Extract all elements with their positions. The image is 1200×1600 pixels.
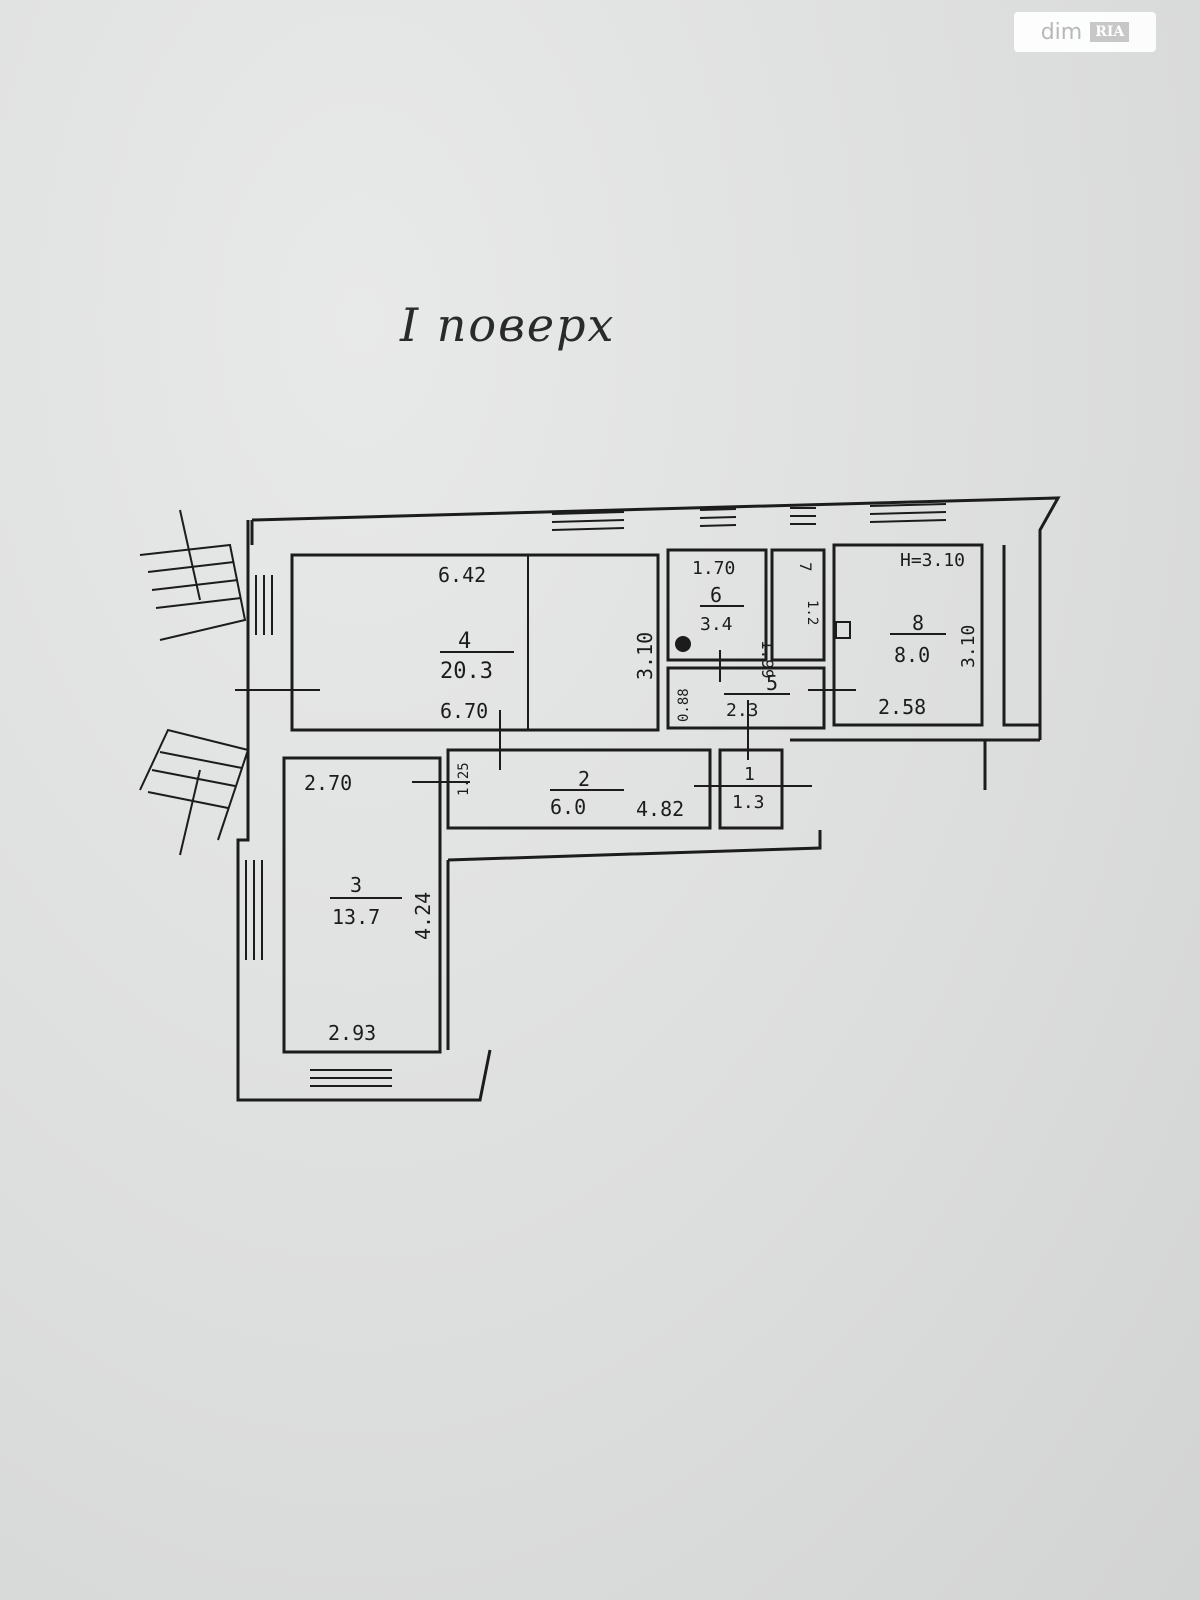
room-6-dim-side: 1.99 bbox=[758, 640, 777, 679]
window-top-3 bbox=[790, 507, 816, 525]
floor-title: I поверх bbox=[400, 298, 616, 352]
room-2-number: 2 bbox=[578, 767, 590, 791]
doors bbox=[412, 621, 856, 787]
room-6-dim-top: 1.70 bbox=[692, 558, 735, 579]
room-2-outline bbox=[446, 748, 712, 830]
window-left-2 bbox=[245, 860, 263, 960]
room-5-outline bbox=[666, 666, 826, 730]
room-7-area: 1.2 bbox=[804, 600, 820, 625]
room-3-number: 3 bbox=[350, 873, 362, 897]
watermark-badge: RIA bbox=[1090, 22, 1130, 42]
room-3-dim-bottom: 2.93 bbox=[328, 1021, 376, 1045]
room-4-area: 20.3 bbox=[440, 659, 493, 684]
room-6-number: 6 bbox=[710, 583, 722, 607]
room-2-dim-right: 4.82 bbox=[636, 797, 684, 821]
room-8-dim-top: H=3.10 bbox=[900, 550, 965, 571]
room-4-number: 4 bbox=[458, 629, 471, 654]
windows bbox=[245, 503, 947, 1087]
watermark: dim RIA bbox=[1014, 12, 1156, 52]
room-labels: 6.42 4 20.3 6.70 3.10 1.70 6 3.4 1.99 7 … bbox=[304, 550, 979, 1045]
room-4-dim-side: 3.10 bbox=[633, 632, 657, 680]
room-8-number: 8 bbox=[912, 611, 924, 635]
room-1-number: 1 bbox=[744, 764, 755, 785]
room-2-dim-side: 1.25 bbox=[456, 762, 472, 796]
room-7-outline bbox=[770, 548, 826, 662]
window-top-2 bbox=[699, 508, 737, 527]
room-5-number: 5 bbox=[766, 671, 778, 695]
room-3-dim-top: 2.70 bbox=[304, 771, 352, 795]
room-2-area: 6.0 bbox=[550, 795, 586, 819]
entrance-stairs bbox=[139, 509, 320, 856]
room-3-dim-side: 4.24 bbox=[411, 892, 435, 940]
room-8-outline bbox=[832, 543, 984, 727]
room-1-outline bbox=[718, 748, 784, 830]
room-7-number: 7 bbox=[796, 562, 815, 572]
room-8-area: 8.0 bbox=[894, 643, 930, 667]
room-6-outline bbox=[666, 548, 768, 662]
room-8-dim-side: 3.10 bbox=[958, 625, 979, 668]
room-6-area: 3.4 bbox=[700, 614, 733, 635]
window-left-1 bbox=[255, 575, 273, 635]
window-top-4 bbox=[869, 503, 947, 523]
room-3-area: 13.7 bbox=[332, 905, 380, 929]
room-8-dim-bottom: 2.58 bbox=[878, 695, 926, 719]
window-bottom bbox=[310, 1069, 392, 1087]
walls bbox=[236, 496, 1061, 1102]
room-4-outline bbox=[290, 553, 660, 732]
room-5-area: 2.3 bbox=[726, 700, 759, 721]
room-4-dim-top: 6.42 bbox=[438, 563, 486, 587]
room-3-outline bbox=[282, 756, 442, 1054]
room-4-dim-bottom: 6.70 bbox=[440, 699, 488, 723]
room-5-dim-side: 0.88 bbox=[676, 688, 692, 722]
window-top-1 bbox=[551, 511, 625, 531]
room-1-area: 1.3 bbox=[732, 792, 765, 813]
watermark-brand: dim bbox=[1040, 19, 1083, 45]
